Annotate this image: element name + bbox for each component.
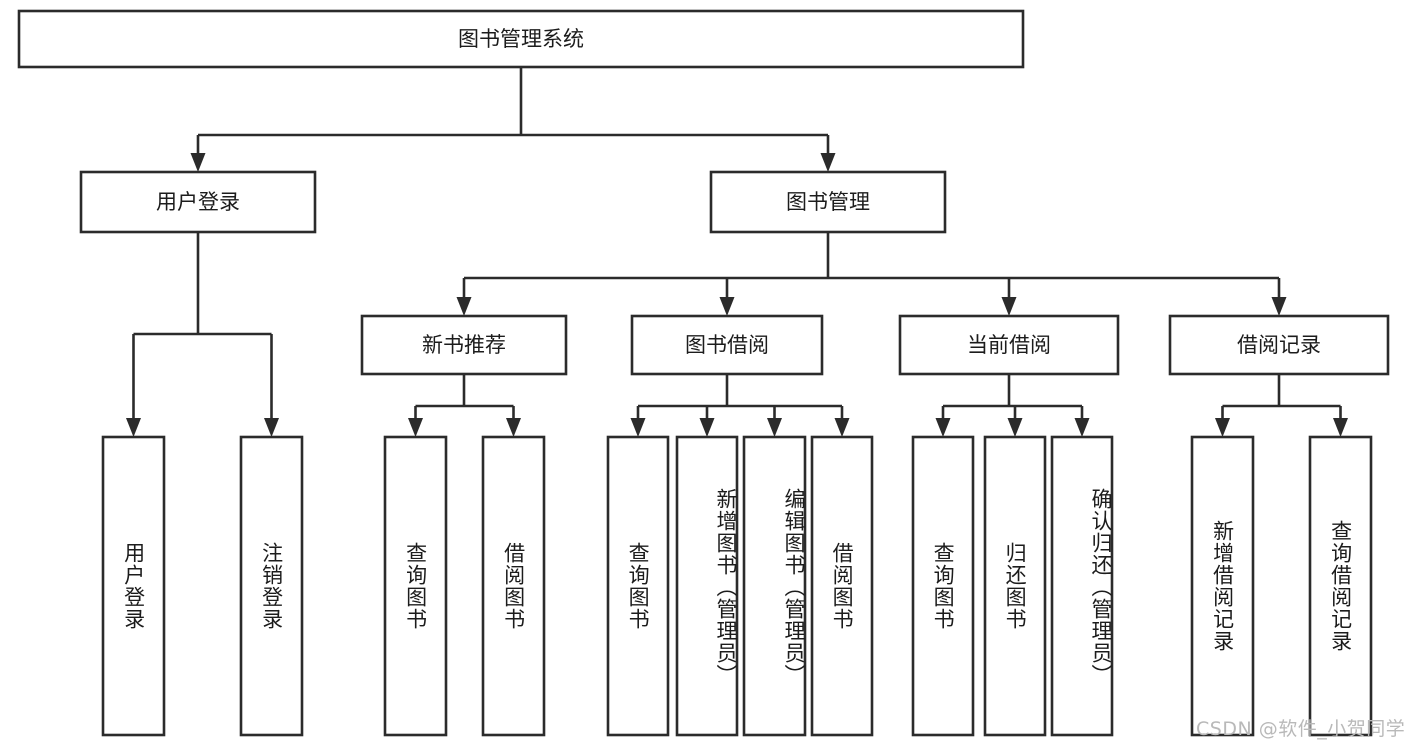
node-box xyxy=(1050,435,1114,737)
arrow-head xyxy=(699,418,715,437)
node-root[interactable]: 图书管理系统 xyxy=(17,9,1025,69)
node-leaf-rec-add[interactable] xyxy=(1190,435,1255,737)
arrow-head xyxy=(1333,418,1348,437)
node-leaf-rec-borrow[interactable] xyxy=(481,435,546,737)
node-book-borrow[interactable]: 图书借阅 xyxy=(630,314,824,376)
node-leaf-user-login[interactable] xyxy=(101,435,166,737)
node-box xyxy=(810,435,874,737)
node-leaf-user-logout[interactable] xyxy=(239,435,304,737)
arrow-head xyxy=(719,297,735,316)
node-box xyxy=(606,435,670,737)
arrow-head xyxy=(834,418,850,437)
arrow-head xyxy=(456,297,472,316)
node-label: 图书管理 xyxy=(786,190,870,214)
node-leaf-rec-search[interactable] xyxy=(1308,435,1373,737)
arrow-head xyxy=(506,418,521,437)
node-borrow-record[interactable]: 借阅记录 xyxy=(1168,314,1390,376)
arrow-head xyxy=(190,153,206,172)
node-leaf-cur-confirm[interactable] xyxy=(1050,435,1114,737)
node-box xyxy=(1308,435,1373,737)
node-box xyxy=(983,435,1047,737)
node-box xyxy=(239,435,304,737)
arrow-head xyxy=(767,418,782,437)
arrow-head xyxy=(126,418,141,437)
node-box xyxy=(101,435,166,737)
node-box xyxy=(911,435,975,737)
arrow-head xyxy=(1271,297,1287,316)
node-label: 借阅记录 xyxy=(1237,333,1321,357)
node-leaf-borrow-edit[interactable] xyxy=(742,435,807,737)
node-leaf-cur-return[interactable] xyxy=(983,435,1047,737)
node-box xyxy=(1190,435,1255,737)
node-leaf-borrow-add[interactable] xyxy=(675,435,739,737)
arrow-head xyxy=(630,418,646,437)
node-box xyxy=(79,170,317,234)
watermark-text: CSDN @软件_小贺同学 xyxy=(1196,718,1405,740)
node-new-book-rec[interactable]: 新书推荐 xyxy=(360,314,568,376)
node-box xyxy=(675,435,739,737)
node-box xyxy=(709,170,947,234)
arrow-head xyxy=(1001,297,1017,316)
node-box xyxy=(898,314,1120,376)
node-leaf-rec-query[interactable] xyxy=(383,435,448,737)
arrow-head xyxy=(1074,418,1090,437)
node-label: 图书借阅 xyxy=(685,333,769,357)
node-current-borrow[interactable]: 当前借阅 xyxy=(898,314,1120,376)
node-label: 新书推荐 xyxy=(422,333,506,357)
node-box xyxy=(742,435,807,737)
node-box xyxy=(17,9,1025,69)
node-box xyxy=(630,314,824,376)
arrow-head xyxy=(408,418,423,437)
node-box xyxy=(360,314,568,376)
arrow-head xyxy=(820,153,836,172)
node-leaf-borrow-query[interactable] xyxy=(606,435,670,737)
node-box xyxy=(1168,314,1390,376)
arrow-head xyxy=(264,418,279,437)
node-book-manage[interactable]: 图书管理 xyxy=(709,170,947,234)
node-label: 图书管理系统 xyxy=(458,27,584,51)
node-label: 用户登录 xyxy=(156,190,240,214)
edges-layer xyxy=(126,67,1348,437)
node-box xyxy=(383,435,448,737)
node-leaf-cur-query[interactable] xyxy=(911,435,975,737)
node-label: 当前借阅 xyxy=(967,333,1051,357)
arrow-head xyxy=(935,418,951,437)
arrow-head xyxy=(1215,418,1230,437)
node-box xyxy=(481,435,546,737)
arrow-head xyxy=(1007,418,1023,437)
node-user-login[interactable]: 用户登录 xyxy=(79,170,317,234)
node-leaf-borrow-do[interactable] xyxy=(810,435,874,737)
